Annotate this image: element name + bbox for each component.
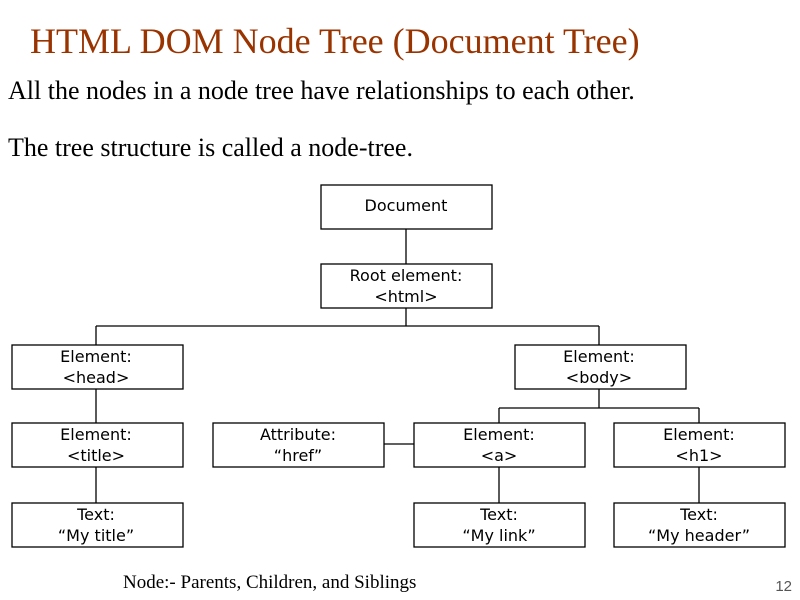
tree-connectors xyxy=(95,229,700,503)
node-a-label: Element: xyxy=(463,425,535,444)
node-attribute-value: “href” xyxy=(274,446,322,465)
node-head-tag: <head> xyxy=(63,368,130,387)
slide-caption: Node:- Parents, Children, and Siblings xyxy=(123,572,417,593)
node-title-label: Element: xyxy=(60,425,132,444)
node-document-label: Document xyxy=(365,196,448,215)
node-text-link-label: Text: xyxy=(479,505,518,524)
slide-number: 12 xyxy=(775,578,792,595)
node-body-tag: <body> xyxy=(566,368,632,387)
node-text-header-label: Text: xyxy=(679,505,718,524)
node-text-my-title: Text: “My title” xyxy=(11,502,184,548)
node-text-link-value: “My link” xyxy=(462,526,535,545)
node-title-element: Element: <title> xyxy=(11,422,184,468)
node-text-header-value: “My header” xyxy=(648,526,750,545)
node-text-my-header: Text: “My header” xyxy=(613,502,786,548)
slide-title: HTML DOM Node Tree (Document Tree) xyxy=(30,21,640,61)
node-h1-element: Element: <h1> xyxy=(613,422,786,468)
node-document: Document xyxy=(320,184,493,230)
node-text-title-value: “My title” xyxy=(58,526,134,545)
node-root-label: Root element: xyxy=(350,266,463,285)
node-body-element: Element: <body> xyxy=(514,344,687,390)
node-head-label: Element: xyxy=(60,347,132,366)
node-root-tag: <html> xyxy=(374,287,437,306)
text-line-relationships: All the nodes in a node tree have relati… xyxy=(8,76,635,105)
node-root-element: Root element: <html> xyxy=(320,263,493,309)
node-h1-tag: <h1> xyxy=(675,446,722,465)
node-a-element: Element: <a> xyxy=(413,422,586,468)
node-title-tag: <title> xyxy=(67,446,125,465)
node-attribute-label: Attribute: xyxy=(260,425,336,444)
text-line-node-tree: The tree structure is called a node-tree… xyxy=(8,133,413,162)
node-attribute-href: Attribute: “href” xyxy=(212,422,385,468)
node-head-element: Element: <head> xyxy=(11,344,184,390)
node-text-title-label: Text: xyxy=(76,505,115,524)
node-text-my-link: Text: “My link” xyxy=(413,502,586,548)
node-body-label: Element: xyxy=(563,347,635,366)
node-h1-label: Element: xyxy=(663,425,735,444)
node-a-tag: <a> xyxy=(481,446,518,465)
